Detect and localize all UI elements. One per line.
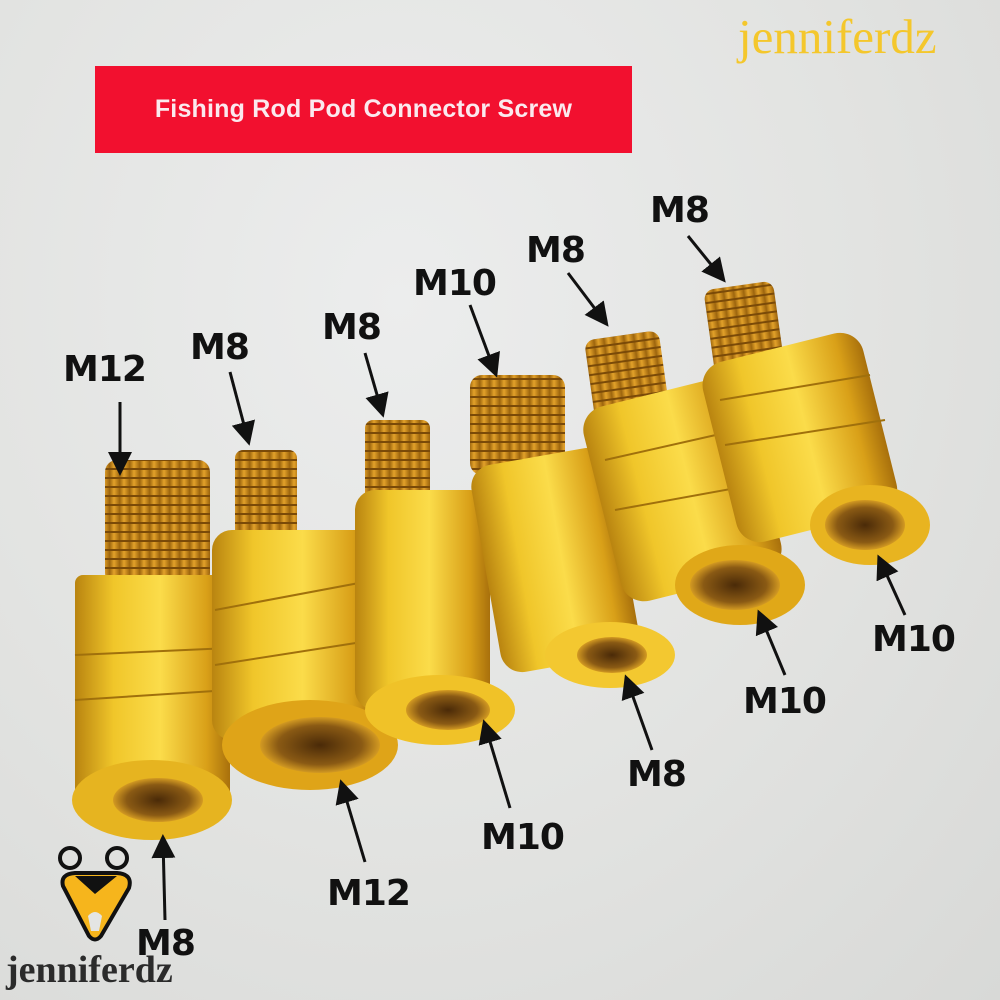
label-top-2: M8 bbox=[190, 327, 250, 368]
connector-3 bbox=[355, 420, 515, 745]
label-top-3: M8 bbox=[322, 307, 382, 348]
arrows bbox=[108, 235, 907, 921]
label-top-4: M10 bbox=[413, 263, 497, 304]
label-bottom-4: M8 bbox=[627, 754, 687, 795]
label-bottom-6: M10 bbox=[872, 619, 956, 660]
label-top-5: M8 bbox=[526, 230, 586, 271]
connector-6 bbox=[702, 281, 930, 565]
label-bottom-3: M10 bbox=[481, 817, 565, 858]
connector-1 bbox=[72, 460, 232, 840]
title-banner: Fishing Rod Pod Connector Screw bbox=[95, 66, 632, 153]
label-bottom-5: M10 bbox=[743, 681, 827, 722]
label-bottom-1: M8 bbox=[136, 923, 196, 964]
bear-heart-logo-icon bbox=[58, 846, 132, 942]
label-bottom-2: M12 bbox=[327, 873, 411, 914]
label-top-1: M12 bbox=[63, 349, 147, 390]
watermark-bottom: jenniferdz bbox=[6, 949, 173, 991]
watermark-top: jenniferdz bbox=[738, 9, 937, 64]
connector-4 bbox=[470, 375, 675, 688]
label-top-6: M8 bbox=[650, 190, 710, 231]
connector-2 bbox=[212, 450, 398, 790]
banner-title: Fishing Rod Pod Connector Screw bbox=[154, 95, 573, 123]
